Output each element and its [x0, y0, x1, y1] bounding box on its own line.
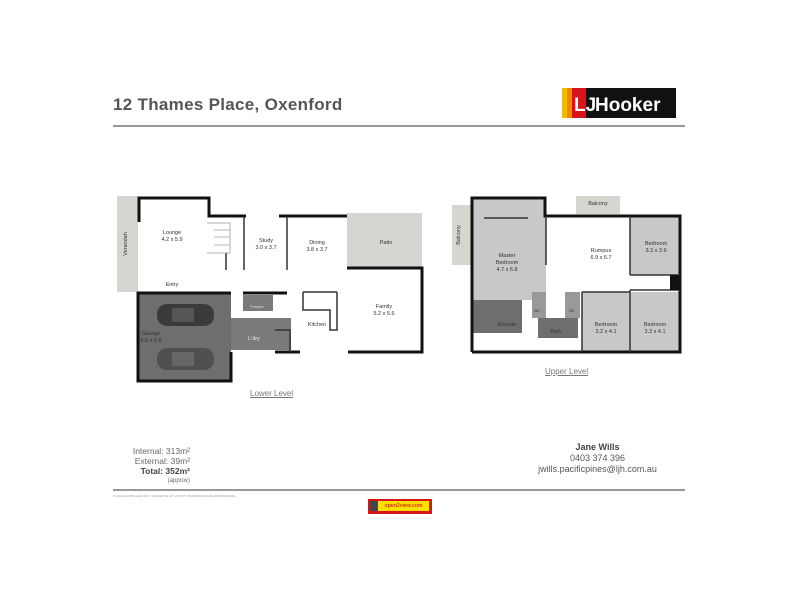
header-divider [113, 125, 685, 127]
total-area: Total: 352m² [140, 466, 190, 476]
agent-email[interactable]: jwills.pacificpines@ljh.com.au [538, 464, 657, 474]
room-wc: WC [569, 309, 575, 313]
agent-phone[interactable]: 0403 374 396 [569, 453, 626, 463]
area-summary: Internal: 313m² External: 39m² Total: 35… [133, 446, 190, 486]
svg-text:Bedroom: Bedroom [496, 260, 519, 266]
open2view-badge[interactable]: open2view.com [368, 499, 432, 514]
room-laundry: L'dry [248, 336, 260, 342]
svg-text:3.3 x 3.9: 3.3 x 3.9 [645, 248, 666, 254]
open2view-icon [370, 501, 377, 511]
room-wc: WC [534, 309, 540, 313]
internal-area: Internal: 313m² [132, 446, 190, 456]
svg-text:3.2 x 4.1: 3.2 x 4.1 [595, 329, 616, 335]
room-lounge: Lounge [163, 230, 181, 236]
svg-text:LJ: LJ [574, 95, 596, 116]
svg-text:3.0 x 3.7: 3.0 x 3.7 [255, 245, 276, 251]
room-rumpus: Rumpus [591, 248, 612, 254]
patio-area [347, 213, 422, 268]
room-study: Study [259, 238, 273, 244]
ensuite-floor [472, 300, 522, 333]
agent-name: Jane Wills [575, 442, 620, 452]
external-area: External: 39m² [134, 456, 190, 466]
balcony-top-area [576, 196, 620, 214]
room-powder: Powder [250, 304, 264, 309]
svg-text:5.2 x 5.6: 5.2 x 5.6 [373, 311, 394, 317]
svg-text:4.7 x 6.8: 4.7 x 6.8 [496, 267, 517, 273]
powder-floor [243, 295, 273, 311]
room-patio: Patio [380, 240, 393, 246]
disclaimer: PLANS SHOWN ARE ONLY INDICATIVE OF LAYOU… [113, 494, 236, 498]
master-bedroom-floor [472, 199, 546, 300]
room-ensuite: Ensuite [498, 322, 516, 328]
room-bedroom: Bedroom [645, 241, 668, 247]
room-balcony: Balcony [456, 225, 462, 245]
verandah-area [117, 196, 138, 292]
room-garage: Garage [142, 331, 160, 337]
room-entry: Entry [166, 282, 179, 288]
svg-text:Hooker: Hooker [595, 95, 661, 116]
room-bedroom: Bedroom [595, 322, 618, 328]
bath-floor [538, 318, 578, 338]
room-master-bedroom: Master [499, 253, 516, 259]
lower-level-label: Lower Level [250, 389, 294, 398]
room-dining: Dining [309, 240, 325, 246]
svg-text:6.0 x 5.8: 6.0 x 5.8 [140, 338, 161, 344]
bedroom-floor [630, 216, 680, 275]
svg-text:4.2 x 5.9: 4.2 x 5.9 [161, 237, 182, 243]
page-title: 12 Thames Place, Oxenford [113, 95, 343, 114]
bedroom-floor [630, 292, 680, 351]
bedroom-floor [582, 292, 630, 351]
approx-note: (approx) [167, 478, 190, 484]
room-bedroom: Bedroom [644, 322, 667, 328]
svg-text:3.8 x 3.7: 3.8 x 3.7 [306, 247, 327, 253]
laundry-floor [231, 318, 291, 350]
agent-contact: Jane Wills 0403 374 396 jwills.pacificpi… [500, 442, 695, 475]
svg-text:3.3 x 4.1: 3.3 x 4.1 [644, 329, 665, 335]
room-kitchen: Kitchen [308, 322, 326, 328]
room-bath: Bath [550, 329, 561, 335]
balcony-left-area [452, 205, 472, 265]
footer-divider [113, 489, 685, 491]
upper-level-label: Upper Level [545, 367, 589, 376]
room-family: Family [376, 304, 392, 310]
lj-hooker-logo: LJ Hooker [562, 88, 676, 118]
svg-text:6.9 x 6.7: 6.9 x 6.7 [590, 255, 611, 261]
room-verandah: Verandah [123, 232, 129, 256]
room-balcony: Balcony [588, 201, 608, 207]
